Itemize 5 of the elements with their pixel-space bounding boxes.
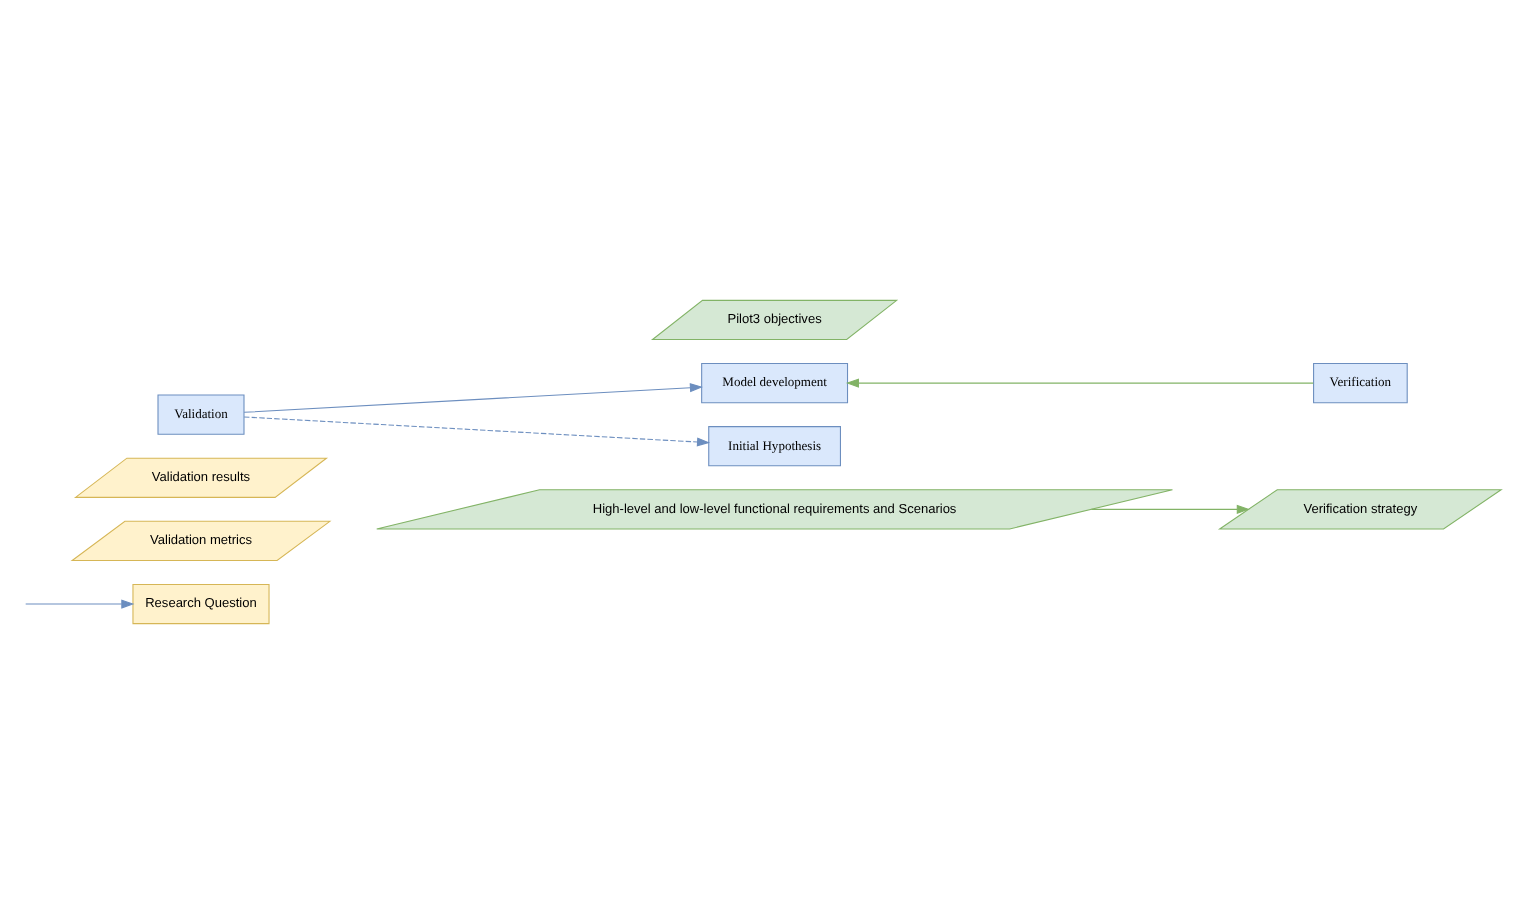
arrow <box>243 383 703 413</box>
arrow <box>1090 504 1250 514</box>
arrow <box>845 378 1314 388</box>
arrow <box>243 416 711 447</box>
arrow <box>25 599 135 609</box>
